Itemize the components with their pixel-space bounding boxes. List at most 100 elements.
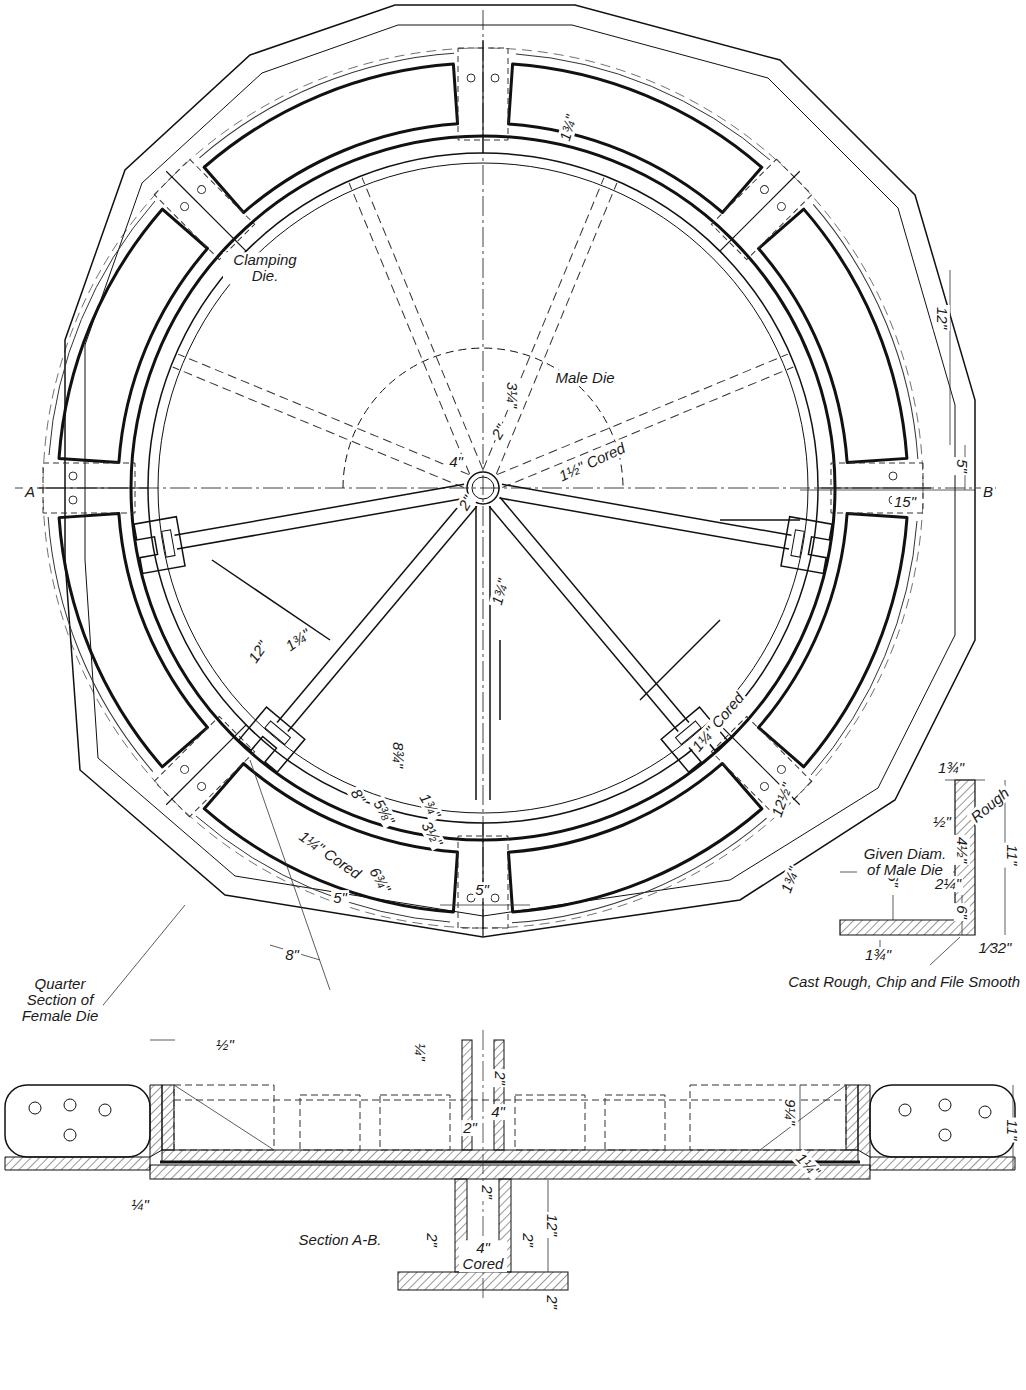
dimension-label: ¼" [129,1197,151,1213]
dimension-label: 6¾" [366,863,395,897]
drawing-line [846,1085,858,1150]
dimension-label: A [23,484,37,500]
dimension-label: 5" [954,457,970,475]
drawing-line [99,1104,111,1116]
drawing-line [476,506,490,800]
dimension-label: 1¾" [556,111,579,144]
dimension-label: 1¾" [488,575,511,608]
drawing-line [174,1085,274,1150]
dimension-label: Clamping Die. [223,252,307,284]
dimension-label: 3¼" [504,380,520,410]
drawing-line [150,1165,870,1179]
dimension-label: 4" [489,1104,507,1120]
drawing-line [49,201,208,463]
drawing-line [800,1085,801,1150]
dimension-label: 1⁄32" [977,940,1014,956]
dimension-label: 12½" [768,779,796,821]
drawing-line [134,517,185,574]
drawing-line [950,270,951,445]
drawing-line [840,780,975,935]
dimension-label: 8¾" [390,740,406,770]
dimension-label: 8" [347,784,369,807]
drawing-line [483,178,616,474]
dimension-label: 9¼" [782,1097,798,1127]
dimension-label: 6" [954,903,970,921]
drawing-line [939,1129,951,1141]
drawing-line [35,463,148,513]
plan-view [15,5,1000,937]
drawing-line [818,463,931,513]
drawing-line [979,1106,991,1118]
dimension-label: 2" [455,491,477,514]
dimension-label: ½" [214,1037,236,1053]
drawing-line [458,40,508,153]
drawing-line [380,1095,450,1150]
dimension-label: 1½" Cored [555,439,630,485]
drawing-line [497,354,793,487]
drawing-line [174,1085,274,1150]
drawing-line [0,480,270,777]
drawing-line [475,701,772,998]
dimension-label: 2" [479,1183,495,1201]
drawing-line [893,895,894,920]
dimension-label: 1¾" [281,625,315,655]
dimension-label: 12" [934,305,950,331]
drawing-line [500,484,792,549]
dimension-label: ¼" [412,1041,428,1063]
drawing-line [65,5,975,937]
dimension-label: 3½" [418,817,447,851]
drawing-line [64,1099,76,1111]
drawing-line [899,1104,911,1116]
dimension-label: 1¾" [863,947,893,963]
drawing-line [760,1085,846,1150]
dimension-label: 11" [1004,1118,1020,1143]
drawing-line [174,1085,846,1150]
drawing-line [720,519,800,521]
drawing-line [515,1095,585,1150]
dimension-label: 4" Cored [459,1240,507,1272]
dimension-label: B [981,484,995,500]
drawing-line [160,1161,860,1164]
drawing-line [509,54,771,213]
drawing-line [489,497,689,731]
drawing-line [162,1150,858,1162]
dimension-label: 1¼" Cored [295,827,366,883]
drawing-line [64,1129,76,1141]
dimension-label: 2" [488,420,510,443]
dimension-label: Quarter Section of Female Die [17,976,103,1023]
drawing-line [605,1095,665,1150]
drawing-line [150,1085,162,1157]
drawing-line [458,823,508,936]
drawing-line [239,707,305,772]
drawing-line [150,1030,1013,1300]
drawing-line [174,1100,846,1101]
dimension-label: 1¾" [936,760,966,776]
dimension-label: 8" [283,947,301,963]
dimension-label: 2" [461,1120,479,1136]
dimension-label: 1¾" [777,863,802,897]
dimension-label: 2" [424,1231,440,1249]
drawing-line [870,1157,1015,1170]
section-a-b [5,1030,1015,1300]
drawing-line [162,1085,174,1150]
dimension-label: 5" [331,890,349,906]
dimension-label: 12" [244,637,272,667]
dimension-label: Given Diam. of Male Die [857,846,953,878]
drawing-line [250,760,330,990]
dimension-label: 1¼" Cored [688,688,748,756]
drawing-line [440,905,530,906]
die-ribs [134,178,832,800]
female-die-pockets [0,0,993,998]
dimension-label: 1¼" [792,1149,824,1181]
drawing-line [781,517,832,574]
drawing-line [858,1085,870,1157]
drawing-line [212,560,330,640]
dimension-label: 2" [492,1069,508,1087]
drawing-line [945,780,985,781]
dimension-label: 2" [520,1231,536,1249]
dimension-label: 5⅜" [370,795,399,829]
dimension-label: Cast Rough, Chip and File Smooth [786,974,1022,990]
dimension-label: Male Die [553,370,616,386]
